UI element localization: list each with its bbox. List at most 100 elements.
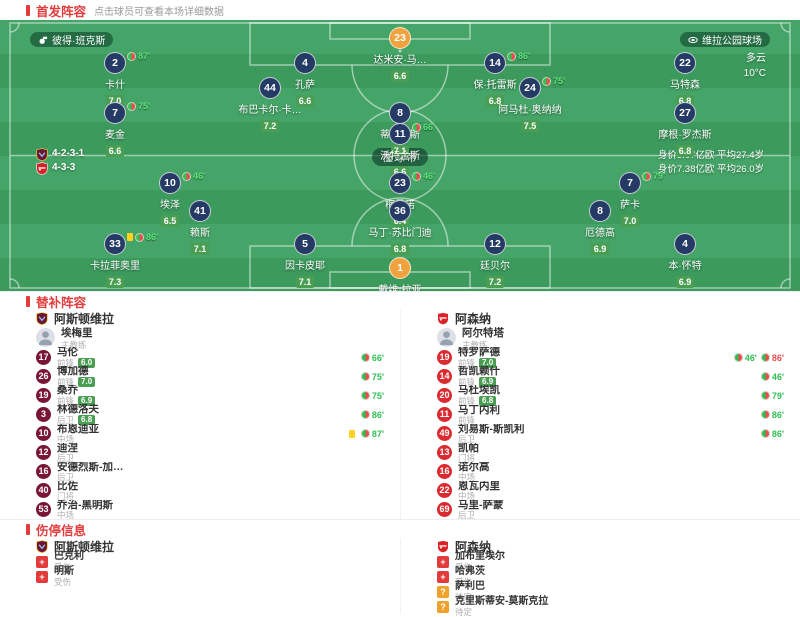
substitute-rating-badge: 7.0 bbox=[479, 358, 497, 369]
substitute-position: 中场 bbox=[458, 472, 476, 482]
substitution-icon bbox=[412, 122, 421, 132]
player-number-badge: 23 bbox=[389, 172, 411, 194]
player-rating-badge: 6.6 bbox=[295, 95, 315, 107]
player-rating-badge: 6.6 bbox=[105, 145, 125, 157]
home-team-header[interactable]: 阿斯顿维拉 bbox=[36, 310, 388, 326]
doubtful-icon: ? bbox=[437, 585, 449, 598]
sub-time-on: 87' bbox=[360, 429, 384, 439]
player-number-badge: 27 bbox=[674, 102, 696, 124]
substitute-name: 林德洛夫 bbox=[57, 403, 99, 415]
player-rating-badge: 7.0 bbox=[620, 215, 640, 227]
injuries-title-row: 伤停信息 bbox=[0, 520, 800, 538]
injury-row[interactable]: +明斯受伤 bbox=[36, 566, 388, 586]
substitute-number-badge: 14 bbox=[437, 369, 452, 384]
substitution-icon bbox=[760, 372, 770, 381]
home-team-name: 阿斯顿维拉 bbox=[54, 539, 115, 554]
injuries-away-column: 阿森纳 +加布里埃尔受伤+哈弗茨受伤?萨利巴待定?克里斯蒂安-莫斯克拉待定 bbox=[400, 538, 800, 616]
injury-icon: + bbox=[437, 570, 449, 583]
substitution-times: 75' bbox=[360, 391, 388, 401]
away-team-header[interactable]: 阿森纳 bbox=[437, 310, 788, 326]
player-number-badge: 22 bbox=[674, 52, 696, 74]
home-coach-row[interactable]: 埃梅里 主教练 bbox=[36, 326, 388, 349]
sub-time-on: 86' bbox=[360, 410, 384, 420]
substitution-icon bbox=[733, 353, 743, 362]
substitute-name: 马伦 bbox=[57, 346, 78, 358]
coach-avatar bbox=[437, 327, 456, 347]
substitution-marker: 75' bbox=[127, 101, 150, 111]
section-marker-icon bbox=[26, 4, 30, 16]
weather-condition: 多云 bbox=[746, 53, 766, 64]
substitution-times: 46' bbox=[760, 372, 788, 382]
injury-row[interactable]: +巴克利受伤 bbox=[36, 551, 388, 571]
player-number-badge: 44 bbox=[259, 77, 281, 99]
injury-row[interactable]: +加布里埃尔受伤 bbox=[437, 551, 788, 571]
substitute-number-badge: 12 bbox=[36, 445, 51, 460]
player-number-badge: 11 bbox=[389, 123, 411, 145]
substitute-rating-badge: 6.8 bbox=[479, 396, 497, 407]
player-rating-badge: 6.8 bbox=[390, 243, 410, 255]
substitution-times: 46'86' bbox=[733, 353, 788, 363]
away-injuries-list: +加布里埃尔受伤+哈弗茨受伤?萨利巴待定?克里斯蒂安-莫斯克拉待定 bbox=[437, 551, 788, 616]
pitch-player-away-1[interactable]: 1戴维·拉亚7.3 bbox=[340, 257, 460, 291]
formations-block: 4-2-3-1 4-3-3 bbox=[36, 147, 84, 175]
substitution-icon bbox=[642, 171, 651, 181]
substitute-name: 桑乔 bbox=[57, 384, 78, 396]
home-injuries-list: +巴克利受伤+明斯受伤 bbox=[36, 551, 388, 586]
away-coach-name: 阿尔特塔 bbox=[462, 327, 504, 340]
injury-icon: + bbox=[437, 555, 449, 568]
injury-row[interactable]: ?萨利巴待定 bbox=[437, 581, 788, 601]
substitution-marker: 86' bbox=[127, 232, 158, 242]
injury-row[interactable]: +哈弗茨受伤 bbox=[437, 565, 788, 586]
substitute-name: 比佐 bbox=[57, 480, 78, 491]
pitch: 彼得·班克斯 维拉公园球场 多云 10°C 4-2-3-1 bbox=[0, 20, 800, 291]
injured-player-name: 哈弗茨 bbox=[455, 565, 485, 577]
substitute-name: 马里-萨蒙 bbox=[458, 499, 504, 510]
substitute-rating-badge: 6.9 bbox=[479, 377, 497, 388]
substitute-name: 刘易斯-斯凯利 bbox=[458, 423, 525, 434]
away-coach-row[interactable]: 阿尔特塔 主教练 bbox=[437, 326, 788, 349]
substitute-number-badge: 19 bbox=[36, 388, 51, 403]
player-rating-badge: 7.5 bbox=[520, 120, 540, 132]
injury-row[interactable]: ?克里斯蒂安-莫斯克拉待定 bbox=[437, 596, 788, 616]
referee-chip: 彼得·班克斯 bbox=[30, 32, 114, 47]
substitution-times: 86' bbox=[760, 410, 788, 420]
